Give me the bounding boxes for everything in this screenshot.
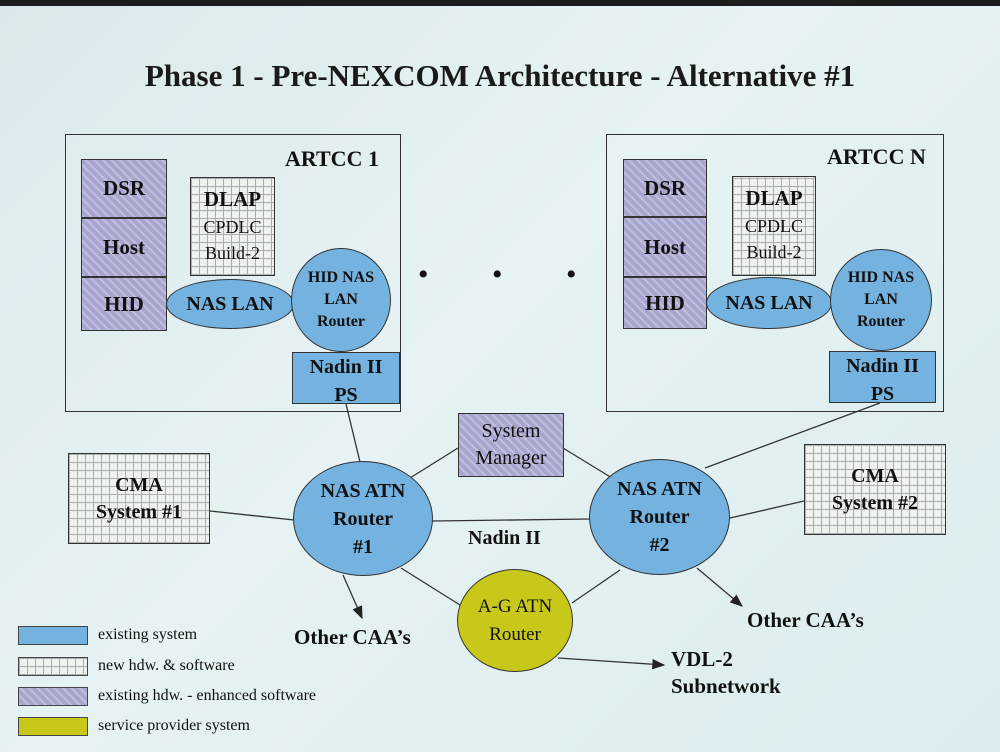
dlap-box-1: DLAP CPDLC Build-2 (190, 177, 275, 276)
page-title: Phase 1 - Pre-NEXCOM Architecture - Alte… (144, 58, 856, 93)
router-1-line3: Router (317, 313, 365, 330)
ag-router-line2: Router (489, 623, 541, 645)
dlap-box-n: DLAP CPDLC Build-2 (732, 176, 816, 276)
hid-nas-lan-router-n: HID NAS LAN Router (830, 249, 932, 351)
system-manager-line1: System (481, 420, 541, 442)
hid-box-1: HID (81, 277, 167, 331)
line-nadin1-router1 (345, 403, 361, 463)
router1-line3: #1 (353, 535, 373, 558)
artcc-n-label: ARTCC N (827, 144, 926, 169)
artcc-1-label: ARTCC 1 (285, 146, 379, 171)
legend-swatch-yellow (18, 716, 88, 736)
legend-item-enhanced: existing hdw. - enhanced software (18, 685, 316, 707)
router2-line2: Router (629, 506, 690, 528)
hid-nas-lan-router-1: HID NAS LAN Router (291, 248, 391, 352)
legend-item-existing: existing system (18, 624, 316, 646)
cma1-line1: CMA (115, 474, 163, 496)
line-router1-router2 (431, 518, 591, 522)
line-router2-cma2 (729, 500, 805, 519)
router-1-line2: LAN (324, 291, 358, 308)
router1-line1: NAS ATN (320, 479, 406, 502)
dlap-cpdlc-1: CPDLC (203, 217, 262, 237)
router-n-line1: HID NAS (847, 269, 915, 286)
system-manager-line2: Manager (475, 447, 547, 469)
system-manager-box: System Manager (458, 413, 564, 477)
other-caa-left: Other CAA’s (294, 625, 411, 649)
cma-system-1: CMA System #1 (68, 453, 210, 544)
vdl-2-subnetwork: VDL-2 Subnetwork (671, 646, 781, 700)
dsr-box-1: DSR (81, 159, 167, 218)
line-router2-ag (571, 569, 621, 604)
nadin-ps-n-line1: Nadin II (846, 355, 919, 377)
legend-swatch-blue (18, 625, 88, 645)
dsr-box-n: DSR (623, 159, 707, 217)
nas-lan-n: NAS LAN (706, 277, 832, 329)
nadin-ps-n-line2: PS (870, 383, 895, 405)
line-router1-ag (400, 567, 461, 606)
dlap-build-n: Build-2 (746, 242, 802, 262)
host-box-1: Host (81, 218, 167, 277)
legend-swatch-grid (18, 656, 88, 676)
legend-swatch-hatch (18, 686, 88, 706)
ag-atn-router: A-G ATN Router (457, 569, 573, 672)
legend-item-new: new hdw. & software (18, 655, 316, 677)
artcc-1-box (65, 134, 401, 412)
cma2-line2: System #2 (831, 492, 919, 514)
artcc-n-box (606, 134, 944, 412)
legend-item-service: service provider system (18, 715, 316, 737)
router2-line1: NAS ATN (617, 478, 702, 500)
legend-label: new hdw. & software (98, 657, 235, 674)
router-n-line3: Router (857, 313, 905, 330)
nadin-ps-1-line2: PS (334, 384, 358, 406)
nas-lan-n-label: NAS LAN (725, 291, 813, 314)
dlap-title-1: DLAP (203, 187, 262, 211)
cma-system-2: CMA System #2 (804, 444, 946, 535)
line-cma1-router1 (209, 510, 295, 521)
dlap-cpdlc-n: CPDLC (744, 216, 804, 236)
nadin-ps-n: Nadin II PS (829, 351, 936, 405)
nadin-link-label: Nadin II (468, 527, 541, 549)
host-box-n: Host (623, 217, 707, 277)
router1-line2: Router (333, 507, 393, 530)
legend-label: service provider system (98, 717, 250, 734)
dlap-title-n: DLAP (745, 186, 803, 210)
nas-atn-router-2: NAS ATN Router #2 (589, 459, 730, 575)
nadin-ps-1-line1: Nadin II (309, 356, 383, 378)
cma1-line2: System #1 (95, 501, 183, 523)
legend: existing system new hdw. & software exis… (18, 624, 316, 737)
line-sysmgr-router2 (562, 447, 613, 479)
ag-router-line1: A-G ATN (477, 595, 553, 617)
vdl-line2: Subnetwork (671, 674, 781, 698)
top-frame (0, 0, 1000, 6)
line-nadinN-router2 (704, 402, 881, 469)
legend-label: existing hdw. - enhanced software (98, 687, 316, 704)
other-caa-right: Other CAA’s (747, 608, 864, 632)
line-router1-sysmgr (409, 447, 459, 479)
cma2-line1: CMA (851, 465, 899, 487)
router2-line3: #2 (649, 534, 670, 556)
nas-atn-router-1: NAS ATN Router #1 (293, 461, 433, 576)
dlap-build-1: Build-2 (204, 243, 260, 263)
vdl-line1: VDL-2 (671, 647, 733, 671)
router-n-line2: LAN (864, 291, 898, 308)
arrow-other-caa-right (696, 567, 743, 607)
nas-lan-1-label: NAS LAN (186, 292, 274, 315)
ellipsis-dots: • • • • (418, 258, 679, 291)
nas-lan-1: NAS LAN (166, 279, 294, 329)
nadin-ps-1: Nadin II PS (292, 352, 400, 406)
router-1-line1: HID NAS (307, 269, 375, 286)
arrow-other-caa-left (342, 574, 363, 620)
hid-box-n: HID (623, 277, 707, 329)
legend-label: existing system (98, 626, 198, 643)
arrow-vdl (557, 657, 666, 670)
